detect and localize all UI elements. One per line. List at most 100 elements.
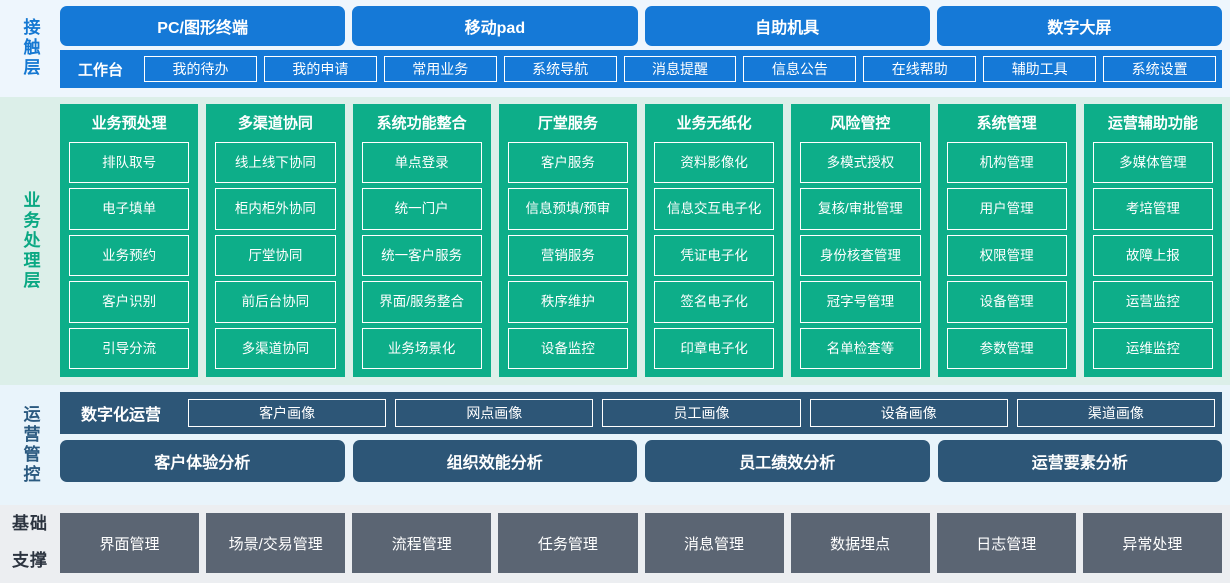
biz-item[interactable]: 运营监控 [1092,281,1213,323]
biz-item[interactable]: 复核/审批管理 [800,188,921,230]
biz-item[interactable]: 参数管理 [946,327,1067,370]
layer-business: 业务处理层 业务预处理 排队取号 电子填单 业务预约 客户识别 引导分流 多渠道… [0,97,1230,385]
workbench-item-my-application[interactable]: 我的申请 [263,56,377,82]
biz-item[interactable]: 信息交互电子化 [654,188,775,230]
biz-item[interactable]: 柜内柜外协同 [215,188,336,230]
biz-item[interactable]: 签名电子化 [654,281,775,323]
analysis-row: 客户体验分析 组织效能分析 员工绩效分析 运营要素分析 [60,440,1222,482]
biz-item[interactable]: 营销服务 [507,234,628,277]
workbench-item-aux-tools[interactable]: 辅助工具 [983,56,1097,82]
biz-item[interactable]: 业务场景化 [361,327,482,370]
biz-item[interactable]: 设备管理 [946,281,1067,323]
biz-item[interactable]: 统一客户服务 [361,234,482,277]
base-box-message-management[interactable]: 消息管理 [644,513,784,573]
base-box-scenario-transaction-management[interactable]: 场景/交易管理 [206,513,346,573]
layer-base-support-label-text: 基础 支撑 [12,513,48,571]
biz-item[interactable]: 考培管理 [1092,188,1213,230]
biz-item[interactable]: 客户服务 [507,142,628,184]
biz-item[interactable]: 线上线下协同 [215,142,336,184]
biz-item[interactable]: 身份核查管理 [800,234,921,277]
workbench-item-common-business[interactable]: 常用业务 [383,56,497,82]
analysis-box-employee-performance[interactable]: 员工绩效分析 [645,440,930,482]
portrait-item-customer[interactable]: 客户画像 [188,399,387,427]
biz-column-title: 运营辅助功能 [1107,115,1198,132]
layer-operations: 运营管控 数字化运营 客户画像 网点画像 员工画像 设备画像 渠道画像 客户体验… [0,385,1230,505]
layer-base-support-label-line2: 支撑 [12,551,48,571]
biz-item[interactable]: 排队取号 [69,142,190,184]
biz-column-pre-processing: 业务预处理 排队取号 电子填单 业务预约 客户识别 引导分流 [60,104,199,377]
layer-base-support-body: 界面管理 场景/交易管理 流程管理 任务管理 消息管理 数据埋点 日志管理 异常… [60,513,1222,573]
base-box-ui-management[interactable]: 界面管理 [60,513,200,573]
biz-item[interactable]: 印章电子化 [654,327,775,370]
biz-item[interactable]: 多媒体管理 [1092,142,1213,184]
biz-item[interactable]: 统一门户 [361,188,482,230]
biz-item[interactable]: 厅堂协同 [215,234,336,277]
base-box-exception-handling[interactable]: 异常处理 [1082,513,1222,573]
biz-item[interactable]: 电子填单 [69,188,190,230]
biz-column-title: 厅堂服务 [537,115,598,132]
layer-contact-label: 接触层 [0,6,60,89]
biz-item[interactable]: 故障上报 [1092,234,1213,277]
biz-column-system-management: 系统管理 机构管理 用户管理 权限管理 设备管理 参数管理 [937,104,1076,377]
analysis-box-operation-elements[interactable]: 运营要素分析 [937,440,1222,482]
portrait-item-employee[interactable]: 员工画像 [602,399,801,427]
biz-item[interactable]: 引导分流 [69,327,190,370]
layer-operations-label-text: 运营管控 [20,404,40,485]
workbench-item-my-todo[interactable]: 我的待办 [144,56,257,82]
channel-box-pc[interactable]: PC/图形终端 [60,6,346,46]
biz-column-title: 系统管理 [976,115,1037,132]
biz-item[interactable]: 前后台协同 [215,281,336,323]
digital-operation-title: 数字化运营 [81,407,162,424]
biz-column-multichannel-collaboration: 多渠道协同 线上线下协同 柜内柜外协同 厅堂协同 前后台协同 多渠道协同 [206,104,345,377]
biz-column-title: 业务无纸化 [676,115,752,132]
layer-business-label: 业务处理层 [0,104,60,377]
biz-item[interactable]: 界面/服务整合 [361,281,482,323]
layer-base-support-label-line1: 基础 [12,513,48,533]
biz-item[interactable]: 多模式授权 [800,142,921,184]
biz-item[interactable]: 资料影像化 [654,142,775,184]
analysis-box-organization-efficiency[interactable]: 组织效能分析 [352,440,637,482]
biz-column-title: 系统功能整合 [376,115,467,132]
base-box-log-management[interactable]: 日志管理 [936,513,1076,573]
channel-box-digital-screen[interactable]: 数字大屏 [936,6,1222,46]
workbench-item-info-announcement[interactable]: 信息公告 [743,56,857,82]
biz-item[interactable]: 客户识别 [69,281,190,323]
layer-contact: 接触层 PC/图形终端 移动pad 自助机具 数字大屏 工作台 我的待办 我的申… [0,0,1230,97]
biz-item[interactable]: 设备监控 [507,327,628,370]
biz-item[interactable]: 业务预约 [69,234,190,277]
workbench-title: 工作台 [78,61,124,79]
channel-box-mobile-pad[interactable]: 移动pad [352,6,638,46]
base-box-data-tracking[interactable]: 数据埋点 [790,513,930,573]
layer-operations-label: 运营管控 [0,392,60,497]
base-box-process-management[interactable]: 流程管理 [352,513,492,573]
workbench-item-online-help[interactable]: 在线帮助 [863,56,977,82]
channel-box-self-service[interactable]: 自助机具 [644,6,930,46]
biz-item[interactable]: 用户管理 [946,188,1067,230]
biz-item[interactable]: 单点登录 [361,142,482,184]
base-box-task-management[interactable]: 任务管理 [498,513,638,573]
portrait-item-channel[interactable]: 渠道画像 [1016,399,1216,427]
biz-item[interactable]: 权限管理 [946,234,1067,277]
biz-item[interactable]: 运维监控 [1092,327,1213,370]
analysis-box-customer-experience[interactable]: 客户体验分析 [60,440,345,482]
biz-column-title: 业务预处理 [91,115,167,132]
biz-item[interactable]: 信息预填/预审 [507,188,628,230]
digital-operation-bar: 数字化运营 客户画像 网点画像 员工画像 设备画像 渠道画像 [60,392,1222,434]
portrait-item-device[interactable]: 设备画像 [809,399,1008,427]
biz-column-title: 多渠道协同 [237,115,313,132]
biz-item[interactable]: 冠字号管理 [800,281,921,323]
biz-column-operation-support: 运营辅助功能 多媒体管理 考培管理 故障上报 运营监控 运维监控 [1083,104,1222,377]
biz-column-system-function-integration: 系统功能整合 单点登录 统一门户 统一客户服务 界面/服务整合 业务场景化 [352,104,491,377]
biz-item[interactable]: 秩序维护 [507,281,628,323]
biz-item[interactable]: 多渠道协同 [215,327,336,370]
portrait-item-branch[interactable]: 网点画像 [395,399,594,427]
biz-column-paperless-business: 业务无纸化 资料影像化 信息交互电子化 凭证电子化 签名电子化 印章电子化 [645,104,784,377]
workbench-item-system-navigation[interactable]: 系统导航 [503,56,617,82]
layer-operations-body: 数字化运营 客户画像 网点画像 员工画像 设备画像 渠道画像 客户体验分析 组织… [60,392,1222,497]
biz-item[interactable]: 机构管理 [946,142,1067,184]
biz-item[interactable]: 名单检查等 [800,327,921,370]
workbench-item-message-reminder[interactable]: 消息提醒 [623,56,737,82]
biz-column-title: 风险管控 [830,115,891,132]
biz-item[interactable]: 凭证电子化 [654,234,775,277]
workbench-item-system-settings[interactable]: 系统设置 [1103,56,1217,82]
